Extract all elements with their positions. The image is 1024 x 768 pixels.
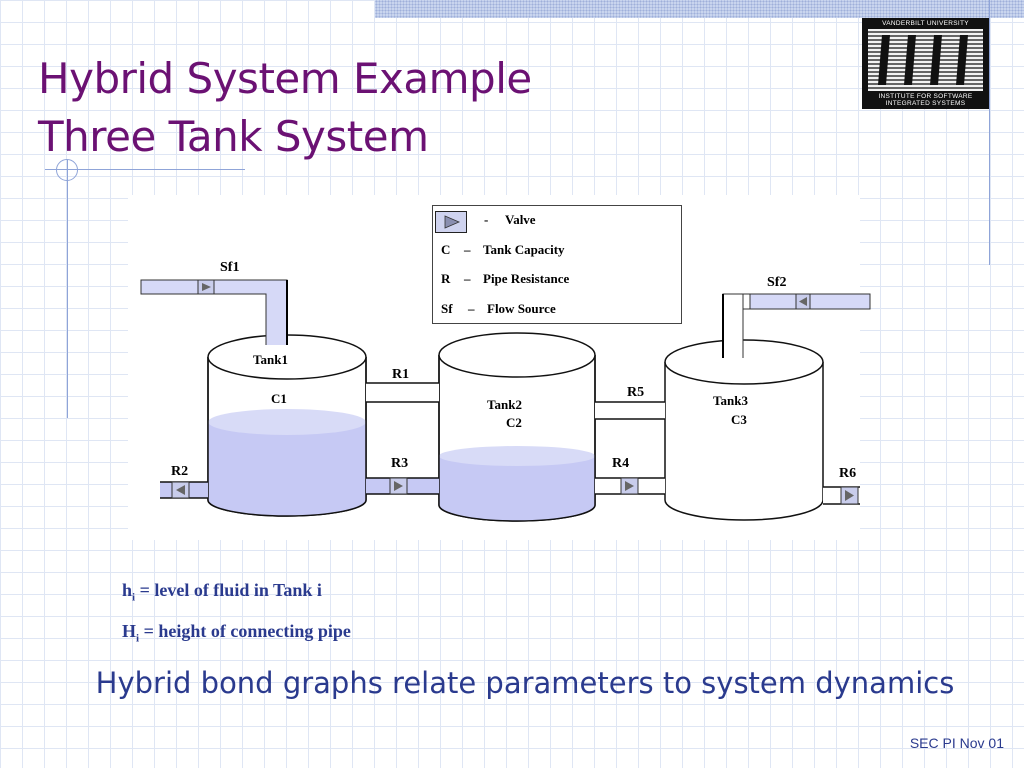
label-r2: R2 xyxy=(171,464,188,479)
label-tank1: Tank1 xyxy=(253,352,288,367)
pipe-r1 xyxy=(366,382,439,403)
valve-icon xyxy=(435,211,467,233)
sf1-source-pipe xyxy=(140,279,288,343)
pipe-r5 xyxy=(595,401,665,420)
label-r1: R1 xyxy=(392,367,409,382)
slide-footer: SEC PI Nov 01 xyxy=(909,735,1004,751)
logo-graphic xyxy=(868,29,983,91)
label-c3: C3 xyxy=(731,412,747,427)
vanderbilt-isis-logo: VANDERBILT UNIVERSITY INSTITUTE FOR SOFT… xyxy=(862,18,989,109)
label-r5: R5 xyxy=(627,385,644,400)
legend-dash: – xyxy=(468,301,475,316)
slide-title: Hybrid System Example Three Tank System xyxy=(38,50,532,166)
legend-symbol: R xyxy=(441,271,451,286)
decorative-horizontal-line xyxy=(45,169,245,170)
decorative-vertical-line-right xyxy=(989,0,990,265)
diagram-legend: - Valve C – Tank Capacity R – Pipe Resis… xyxy=(432,205,682,324)
title-line-2: Three Tank System xyxy=(38,112,429,161)
note-pipe-height: Hi = height of connecting pipe xyxy=(122,621,351,645)
decorative-vertical-line-left xyxy=(67,160,68,418)
tank1 xyxy=(207,280,367,517)
label-r3: R3 xyxy=(391,456,408,471)
label-sf1: Sf1 xyxy=(220,260,239,275)
label-c1: C1 xyxy=(271,391,287,406)
legend-desc: Flow Source xyxy=(487,301,556,316)
pipe-r6 xyxy=(823,486,860,505)
legend-row-capacity: C – Tank Capacity xyxy=(433,242,683,262)
legend-desc: Pipe Resistance xyxy=(483,271,570,286)
label-tank3: Tank3 xyxy=(713,393,748,408)
decorative-circle xyxy=(56,159,78,181)
logo-top-text: VANDERBILT UNIVERSITY xyxy=(882,20,969,27)
tank2 xyxy=(438,332,596,522)
label-c2: C2 xyxy=(506,415,522,430)
legend-row-resistance: R – Pipe Resistance xyxy=(433,271,683,291)
legend-row-flow-source: Sf – Flow Source xyxy=(433,301,683,321)
logo-bottom-text: INSTITUTE FOR SOFTWARE INTEGRATED SYSTEM… xyxy=(878,93,973,107)
header-decoration-bar xyxy=(375,0,1024,18)
legend-desc: Tank Capacity xyxy=(483,242,565,257)
pipe-r3 xyxy=(366,477,439,495)
pipe-r2 xyxy=(160,481,208,499)
label-r6: R6 xyxy=(839,466,856,481)
legend-symbol: Sf xyxy=(441,301,453,316)
pipe-r4 xyxy=(595,477,665,495)
legend-dash: – xyxy=(464,242,471,257)
label-tank2: Tank2 xyxy=(487,397,522,412)
legend-row-valve: - Valve xyxy=(433,206,683,233)
tank3 xyxy=(664,294,824,521)
title-line-1: Hybrid System Example xyxy=(38,54,532,103)
legend-dash: – xyxy=(464,271,471,286)
legend-dash: - xyxy=(484,212,489,227)
legend-desc: Valve xyxy=(505,212,536,227)
legend-symbol: C xyxy=(441,242,451,257)
label-sf2: Sf2 xyxy=(767,275,786,290)
slide-subtitle: Hybrid bond graphs relate parameters to … xyxy=(95,666,955,700)
note-fluid-level: hi = level of fluid in Tank i xyxy=(122,580,322,604)
label-r4: R4 xyxy=(612,456,629,471)
